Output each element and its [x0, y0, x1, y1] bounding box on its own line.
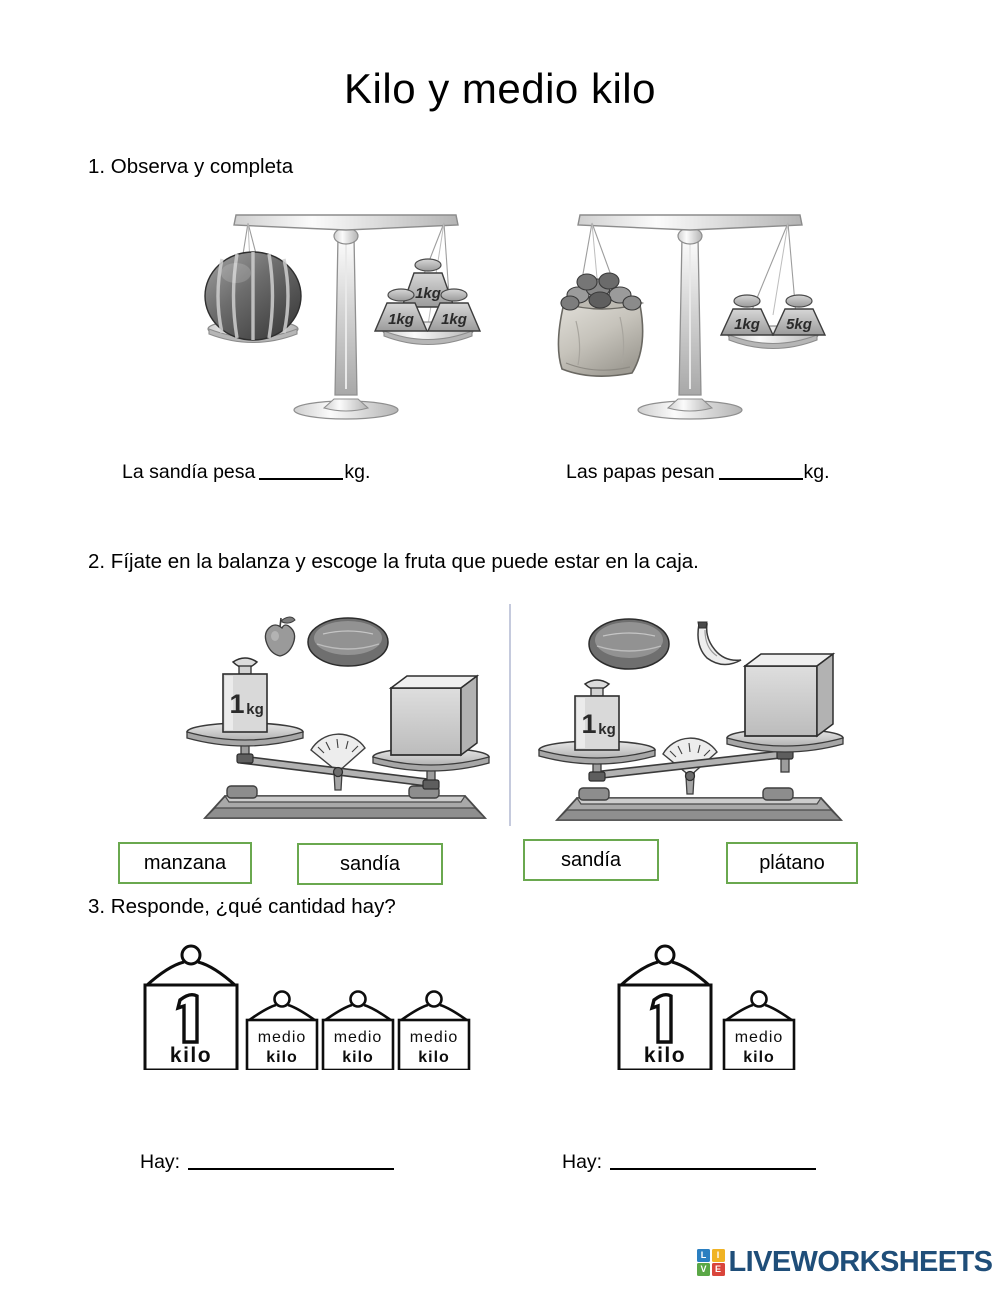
sentence-watermelon-after: kg. — [344, 461, 371, 483]
exercise2-right-balance-figure: 1 kg — [535, 600, 865, 833]
svg-text:kilo: kilo — [644, 1044, 686, 1067]
sentence-potatoes-after: kg. — [803, 461, 830, 483]
option-sandia-right[interactable]: sandía — [523, 839, 659, 881]
svg-text:medio: medio — [334, 1029, 383, 1046]
hay-answer-left: Hay: — [140, 1151, 395, 1174]
logo-square-i: I — [711, 1248, 725, 1262]
logo-square-e: E — [711, 1263, 725, 1277]
option-platano-label: plátano — [759, 851, 825, 874]
logo-wordmark: LIVEWORKSHEETS — [728, 1246, 994, 1278]
logo-squares: L I V E — [697, 1248, 725, 1277]
svg-text:5kg: 5kg — [786, 316, 812, 333]
weight-5kg: 5kg — [771, 294, 827, 336]
weight-1kg-top: 1kg — [401, 258, 455, 308]
sentence-watermelon: La sandía pesa kg. — [122, 461, 370, 484]
logo-square-l: L — [697, 1248, 710, 1262]
answer-blank-watermelon[interactable] — [259, 478, 344, 480]
answer-blank-potatoes[interactable] — [718, 478, 803, 480]
svg-text:1: 1 — [229, 689, 244, 719]
weight-card-kilo: kilo — [617, 944, 713, 1072]
watermelon-icon — [588, 618, 670, 670]
svg-text:1kg: 1kg — [415, 285, 441, 302]
svg-text:kilo: kilo — [170, 1044, 212, 1067]
panel-divider — [509, 604, 511, 826]
logo-square-v: V — [697, 1263, 710, 1277]
svg-text:1: 1 — [581, 709, 596, 739]
weight-card-medio-3: medio kilo — [397, 990, 471, 1072]
weight-1kg: 1kg — [719, 294, 775, 336]
weight-card-medio-1: medio kilo — [245, 990, 319, 1072]
svg-text:kilo: kilo — [743, 1049, 775, 1066]
hay-input-left[interactable] — [188, 1168, 395, 1170]
weight-1kg-cylinder: 1 kg — [574, 679, 620, 751]
exercise-3-prompt: 3. Responde, ¿qué cantidad hay? — [88, 895, 396, 918]
liveworksheets-logo: L I V E LIVEWORKSHEETS — [697, 1246, 994, 1278]
sentence-watermelon-before: La sandía pesa — [122, 461, 256, 483]
mystery-box — [388, 674, 480, 757]
weight-1kg-right: 1kg — [426, 288, 482, 332]
mystery-box — [742, 652, 836, 738]
option-sandia-left-label: sandía — [339, 852, 401, 875]
page-title: Kilo y medio kilo — [344, 65, 656, 112]
svg-text:medio: medio — [735, 1029, 784, 1046]
apple-icon — [264, 616, 296, 657]
watermelon-icon — [307, 617, 389, 667]
option-platano[interactable]: plátano — [726, 842, 858, 884]
exercise-1-prompt: 1. Observa y completa — [88, 155, 294, 178]
svg-text:kilo: kilo — [418, 1049, 450, 1066]
svg-text:kilo: kilo — [266, 1049, 298, 1066]
watermelon-balance-figure: 1kg 1kg 1kg — [196, 203, 496, 433]
svg-text:1kg: 1kg — [388, 311, 414, 328]
svg-text:kg: kg — [598, 721, 616, 738]
svg-text:medio: medio — [258, 1029, 307, 1046]
weight-card-kilo: kilo — [143, 944, 239, 1072]
sentence-potatoes: Las papas pesan kg. — [566, 461, 830, 484]
hay-label-left: Hay: — [140, 1151, 181, 1173]
svg-text:medio: medio — [410, 1029, 459, 1046]
potato-sack-balance-figure: 1kg 5kg — [540, 203, 840, 433]
exercise-2-prompt: 2. Fíjate en la balanza y escoge la frut… — [88, 550, 699, 573]
svg-text:kilo: kilo — [342, 1049, 374, 1066]
weight-1kg-left: 1kg — [373, 288, 429, 332]
svg-text:kg: kg — [246, 701, 264, 718]
sentence-potatoes-before: Las papas pesan — [566, 461, 715, 483]
banana-icon — [697, 621, 742, 666]
option-sandia-right-label: sandía — [560, 848, 622, 871]
weight-card-medio-2: medio kilo — [321, 990, 395, 1072]
option-manzana[interactable]: manzana — [118, 842, 252, 884]
weight-card-group-right: kilo medio kilo — [608, 938, 828, 1075]
hay-input-right[interactable] — [610, 1168, 817, 1170]
hay-answer-right: Hay: — [562, 1151, 817, 1174]
option-manzana-label: manzana — [143, 851, 227, 874]
weight-card-medio-1: medio kilo — [722, 990, 796, 1072]
option-sandia-left[interactable]: sandía — [297, 843, 443, 885]
weight-1kg-cylinder: 1 kg — [222, 657, 268, 733]
exercise2-left-balance-figure: 1 kg — [185, 600, 505, 833]
hay-label-right: Hay: — [562, 1151, 603, 1173]
svg-text:1kg: 1kg — [441, 311, 467, 328]
svg-text:1kg: 1kg — [734, 316, 760, 333]
weight-card-group-left: kilo medio kilo medio kilo — [134, 938, 500, 1075]
